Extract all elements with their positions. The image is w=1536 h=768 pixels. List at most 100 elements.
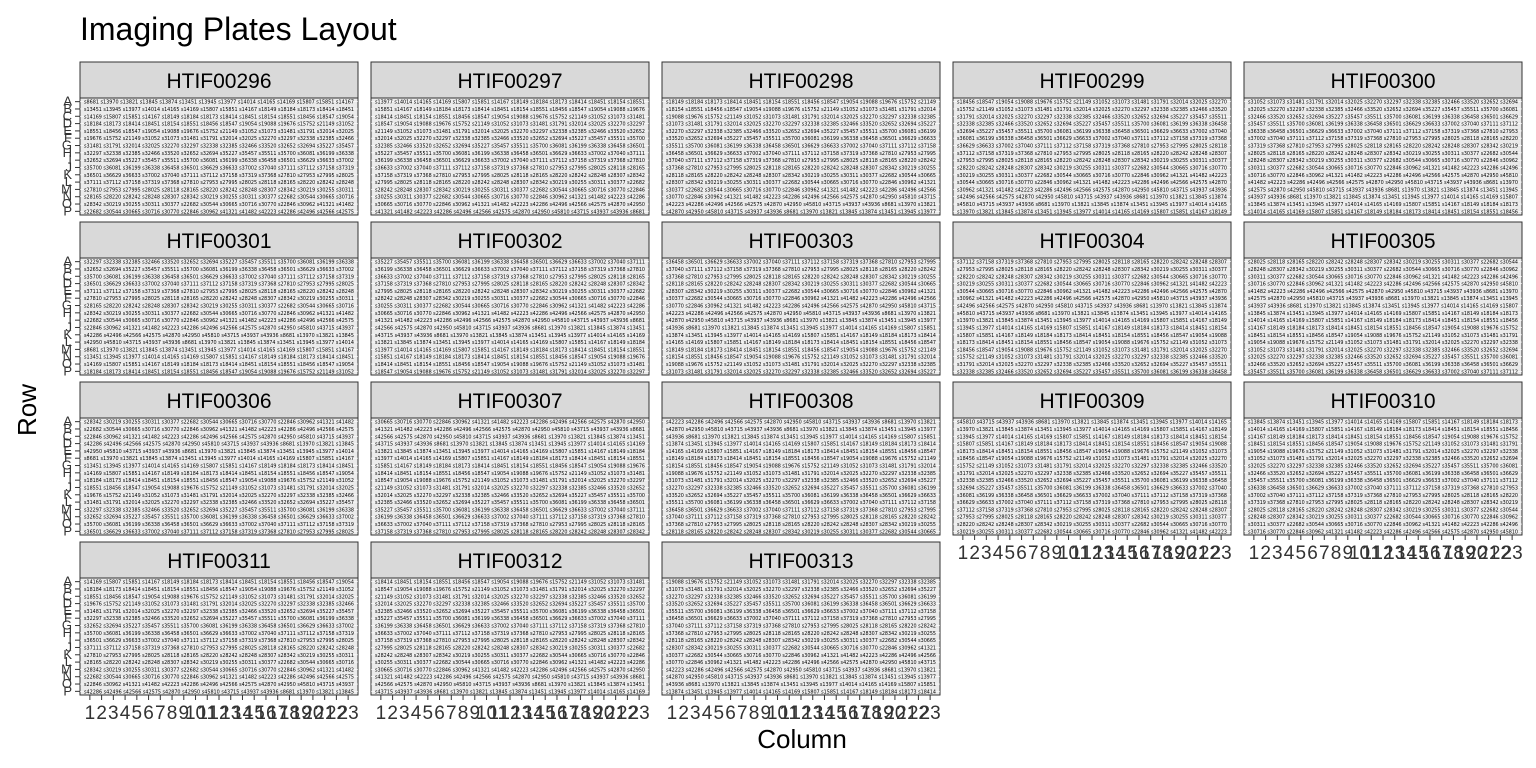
x-tick-label: 18 bbox=[279, 703, 300, 724]
panel-cell-labels: s37158 s37319 s37368 s27810 s27953 s2799… bbox=[375, 173, 645, 179]
panel-cell-labels: s19088 s19676 s15752 s21149 s31052 s3107… bbox=[666, 114, 936, 120]
x-tick-label: 9 bbox=[760, 703, 771, 724]
panel-body bbox=[1243, 257, 1523, 376]
x-tick-label: 12 bbox=[1081, 543, 1102, 564]
y-tick-label: C bbox=[63, 428, 72, 443]
panel-cell-labels: s41321 s41482 s42223 s42286 s42496 s4256… bbox=[375, 675, 645, 681]
panel-cell-labels: s35700 s36081 s36199 s36338 s36458 s3650… bbox=[84, 274, 354, 280]
x-tick-label: 4 bbox=[411, 703, 422, 724]
panel-cell-labels: s37111 s37112 s37158 s37319 s37368 s2781… bbox=[84, 180, 354, 186]
x-tick-label: 17 bbox=[558, 703, 579, 724]
x-tick-label: 3 bbox=[1272, 543, 1283, 564]
panel-cell-labels: s14169 s15807 s15851 s14167 s18149 s1818… bbox=[84, 580, 354, 586]
panel-cell-labels: s41482 s42223 s42286 s42496 s42566 s4257… bbox=[1248, 289, 1518, 295]
panel-cell-labels: s30770 s22846 s30962 s41321 s41482 s4222… bbox=[666, 304, 936, 310]
panel-strip bbox=[661, 221, 941, 259]
x-tick-label: 22 bbox=[1199, 543, 1220, 564]
panel-cell-labels: s30770 s22846 s30962 s41321 s41482 s4222… bbox=[666, 195, 936, 201]
panel-cell-labels: s37368 s27810 s27953 s27995 s28025 s2811… bbox=[666, 165, 936, 171]
y-tick-label: K bbox=[63, 487, 72, 502]
x-tick-label: 10 bbox=[1349, 543, 1370, 564]
panel-cell-labels: s42870 s42950 s45810 s43715 s43937 s4393… bbox=[666, 427, 936, 433]
panel-cell-labels: s31052 s31073 s31481 s31791 s32014 s3202… bbox=[1248, 100, 1518, 106]
panel-cell-labels: s30665 s30716 s30770 s22846 s30962 s4132… bbox=[375, 420, 645, 426]
x-tick-label: 6 bbox=[1307, 543, 1318, 564]
x-tick-label: 12 bbox=[1372, 543, 1393, 564]
panel-cell-labels: s32466 s33520 s32652 s32694 s35227 s3545… bbox=[1248, 114, 1518, 120]
x-tick-label: 2 bbox=[1260, 543, 1271, 564]
y-tick-label: L bbox=[65, 174, 72, 189]
panel-cell-labels: s22682 s30544 s30665 s30716 s30770 s2284… bbox=[84, 675, 354, 681]
panel-body bbox=[79, 577, 359, 696]
y-tick-label: K bbox=[63, 327, 72, 342]
panel-cell-labels: s35511 s35700 s36081 s36199 s36338 s3645… bbox=[666, 609, 936, 615]
panel-cell-labels: s18451 s18154 s18551 s18456 s18547 s1905… bbox=[1248, 333, 1518, 339]
panel-cell-labels: s13977 s14014 s14165 s14169 s15807 s1585… bbox=[375, 347, 645, 353]
panel-strip bbox=[952, 381, 1232, 419]
x-tick-label: 5 bbox=[1005, 543, 1016, 564]
y-tick-label: B bbox=[63, 261, 72, 276]
y-tick-label: P bbox=[63, 683, 72, 698]
x-tick-label: 14 bbox=[1396, 543, 1418, 564]
panel-cell-labels: s18551 s18456 s18547 s19054 s19088 s1967… bbox=[84, 594, 354, 600]
panel-cell-labels: s13945 s13977 s14014 s14165 s14169 s1580… bbox=[957, 325, 1227, 331]
panel-strip bbox=[952, 221, 1232, 259]
panel-cell-labels: s42286 s42496 s42566 s42575 s42870 s4295… bbox=[84, 442, 354, 448]
x-tick-label: 6 bbox=[434, 703, 445, 724]
y-tick-label: A bbox=[63, 574, 72, 589]
panel-cell-labels: s8681 s13970 s13821 s13845 s13874 s13451… bbox=[84, 456, 354, 462]
y-tick-label: I bbox=[68, 472, 72, 487]
panel-cell-labels: s36081 s36199 s36338 s36458 s36501 s3662… bbox=[957, 493, 1227, 499]
x-tick-label: 20 bbox=[1466, 543, 1487, 564]
panel-cell-labels: s18154 s18551 s18456 s18547 s19054 s1908… bbox=[666, 355, 936, 361]
x-tick-label: 14 bbox=[814, 703, 836, 724]
x-tick-label: 7 bbox=[155, 703, 166, 724]
x-tick-label: 2 bbox=[387, 703, 398, 724]
x-tick-label: 3 bbox=[108, 703, 119, 724]
panel-cell-labels: s45810 s43715 s43937 s43936 s8681 s13970… bbox=[957, 311, 1227, 317]
panel-cell-labels: s31481 s31791 s32014 s32025 s32270 s3229… bbox=[84, 144, 354, 150]
panel-cell-labels: s36633 s37002 s37040 s37111 s37112 s3715… bbox=[375, 165, 645, 171]
panel-cell-labels: s18547 s19054 s19088 s19676 s15752 s2114… bbox=[375, 122, 645, 128]
y-tick-label: C bbox=[63, 588, 72, 603]
panel-cell-labels: s18451 s18154 s18551 s18456 s18547 s1905… bbox=[1248, 442, 1518, 448]
y-tick-label: B bbox=[63, 101, 72, 116]
panel-cell-labels: s30544 s30665 s30716 s30770 s22846 s3096… bbox=[957, 180, 1227, 186]
panel-cell-labels: s35511 s35700 s36081 s36199 s36338 s3645… bbox=[666, 500, 936, 506]
panel-cell-labels: s15851 s14167 s18149 s18184 s18173 s1841… bbox=[375, 355, 645, 361]
panel-cell-labels: s36199 s36338 s36458 s36501 s36629 s3663… bbox=[375, 158, 645, 164]
y-tick-label: H bbox=[63, 145, 72, 160]
panel-cell-labels: s18173 s18414 s18451 s18154 s18551 s1845… bbox=[957, 340, 1227, 346]
panel-cell-labels: s18414 s18451 s18154 s18551 s18456 s1854… bbox=[375, 580, 645, 586]
panel-cell-labels: s32014 s32025 s32270 s32297 s32338 s3238… bbox=[375, 136, 645, 142]
panel-cell-labels: s32338 s32385 s32466 s33520 s32652 s3269… bbox=[957, 478, 1227, 484]
y-tick-label: N bbox=[63, 509, 72, 524]
x-tick-label: 16 bbox=[837, 703, 858, 724]
panel-cell-labels: s36633 s37002 s37040 s37111 s37112 s3715… bbox=[375, 274, 645, 280]
panel-cell-labels: s13970 s13821 s13845 s13874 s13451 s1394… bbox=[957, 427, 1227, 433]
panel-cell-labels: s30665 s30716 s30770 s22846 s30962 s4132… bbox=[375, 311, 645, 317]
x-tick-label: 2 bbox=[969, 543, 980, 564]
panel-cell-labels: s22682 s30544 s30665 s30716 s30770 s2284… bbox=[84, 427, 354, 433]
panel-cell-labels: s35457 s35511 s35700 s36081 s36199 s3633… bbox=[1248, 369, 1518, 375]
panel-cell-labels: s18414 s18451 s18154 s18551 s18456 s1854… bbox=[375, 471, 645, 477]
panel-cell-labels: s14167 s18149 s18184 s18173 s18414 s1845… bbox=[1248, 325, 1518, 331]
panel-cell-labels: s32014 s32025 s32270 s32297 s32338 s3238… bbox=[375, 493, 645, 499]
panel-cell-labels: s31052 s31073 s31481 s31791 s32014 s3202… bbox=[1248, 347, 1518, 353]
panel-body bbox=[79, 257, 359, 376]
panel-cell-labels: s36501 s36629 s36633 s37002 s37040 s3711… bbox=[84, 529, 354, 535]
panel-cell-labels: s27810 s27953 s27995 s28025 s28118 s2816… bbox=[84, 296, 354, 302]
panel-cell-labels: s41321 s41482 s42223 s42286 s42496 s4256… bbox=[375, 209, 645, 215]
panel-cell-labels: s18154 s18551 s18456 s18547 s19054 s1908… bbox=[666, 464, 936, 470]
y-tick-label: P bbox=[63, 523, 72, 538]
x-tick-label: 6 bbox=[725, 703, 736, 724]
panel-strip-label: HTIF00302 bbox=[457, 230, 562, 253]
x-tick-label: 1 bbox=[958, 543, 969, 564]
plate-panel: HTIF00313s19088 s19676 s15752 s21149 s31… bbox=[661, 541, 941, 724]
panel-cell-labels: s18456 s18547 s19054 s19088 s19676 s1575… bbox=[957, 347, 1227, 353]
x-tick-label: 21 bbox=[896, 703, 917, 724]
